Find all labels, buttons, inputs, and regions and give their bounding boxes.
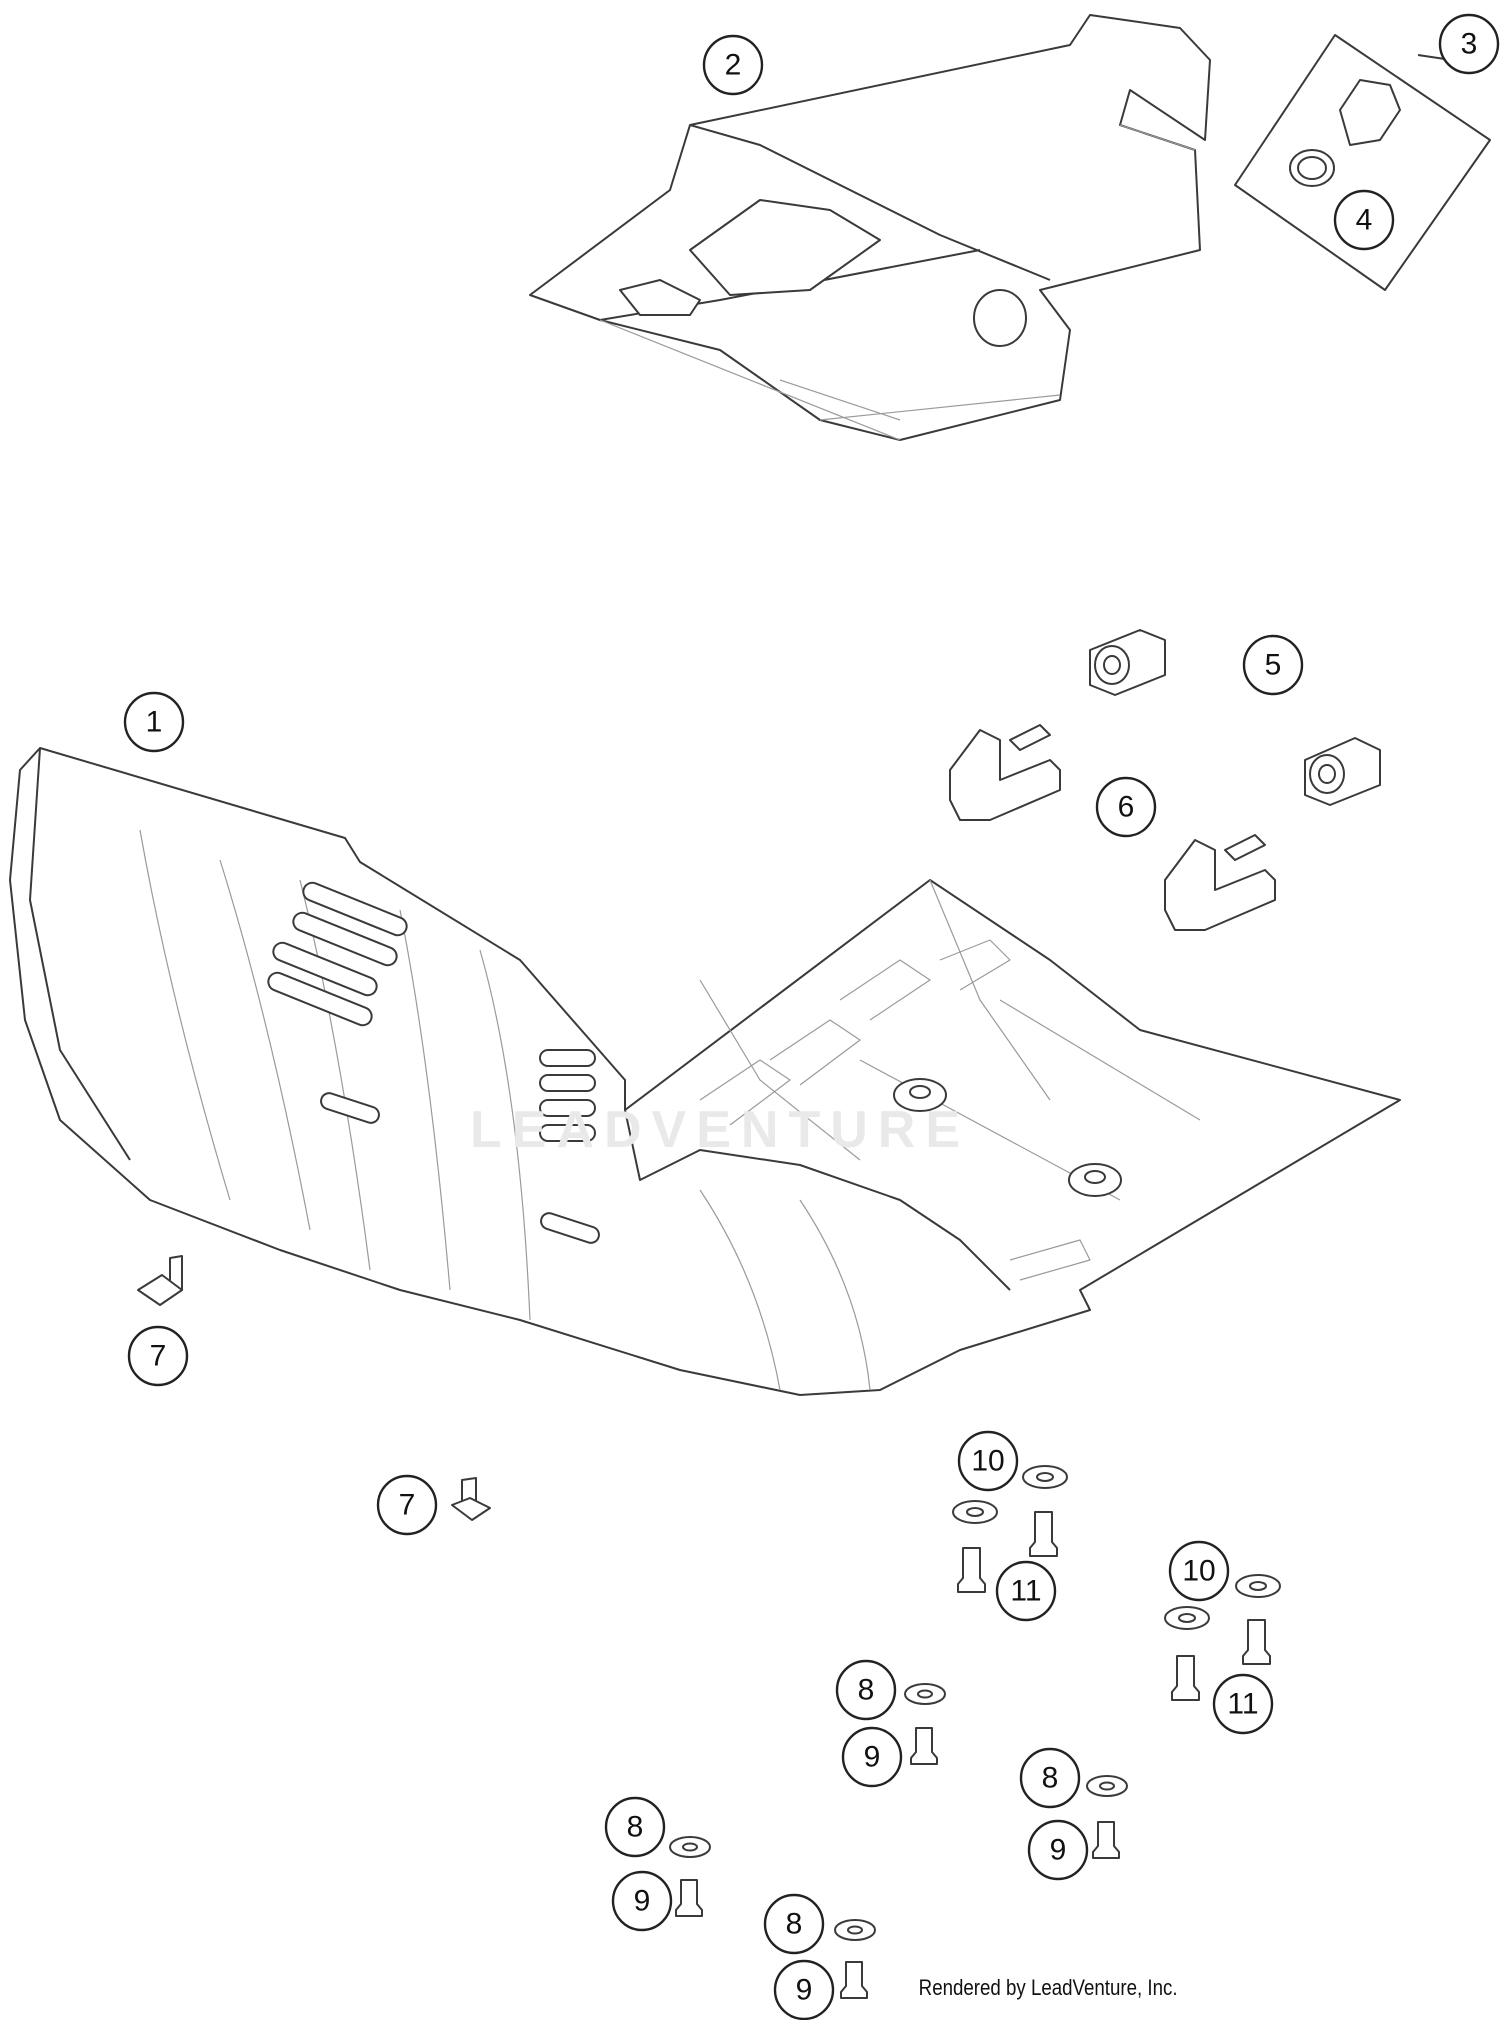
- part-5-spacers: [1089, 629, 1381, 806]
- svg-text:8: 8: [1042, 1762, 1059, 1795]
- svg-text:2: 2: [725, 49, 742, 82]
- part-1-vent-slots: [267, 881, 600, 1244]
- part-7-screws: [137, 1255, 491, 1521]
- callout-8-b: 8: [1019, 1747, 1081, 1809]
- svg-text:11: 11: [1010, 1575, 1041, 1608]
- callout-4: 4: [1333, 189, 1395, 251]
- callout-9-c: 9: [611, 1870, 673, 1932]
- callout-5: 5: [1242, 634, 1304, 696]
- render-credit: Rendered by LeadVenture, Inc.: [919, 1975, 1178, 2000]
- svg-text:9: 9: [796, 1974, 813, 2007]
- svg-text:6: 6: [1118, 791, 1135, 824]
- part-1-skid-plate: [9, 747, 1401, 1396]
- part-2-plate: [529, 14, 1211, 441]
- watermark: LEADVENTURE: [470, 1101, 971, 1159]
- callout-11-a: 11: [995, 1560, 1057, 1622]
- callout-7-left: 7: [127, 1325, 189, 1387]
- callout-8-c: 8: [604, 1796, 666, 1858]
- part-3-drain-plug: [1339, 79, 1401, 146]
- parts-8-9-hardware: [669, 1683, 1128, 1999]
- part-2-detail-lines: [599, 124, 1196, 441]
- callout-7-center: 7: [376, 1474, 438, 1536]
- callout-3: 3: [1438, 13, 1500, 75]
- svg-text:7: 7: [399, 1489, 416, 1522]
- callout-9-a: 9: [841, 1726, 903, 1788]
- svg-text:10: 10: [971, 1445, 1004, 1478]
- callout-9-b: 9: [1027, 1819, 1089, 1881]
- callout-10-b: 10: [1168, 1540, 1230, 1602]
- kit-box-3-4: [1234, 34, 1491, 291]
- callout-10-a: 10: [957, 1430, 1019, 1492]
- svg-text:8: 8: [858, 1674, 875, 1707]
- callout-2: 2: [702, 34, 764, 96]
- svg-text:3: 3: [1461, 28, 1478, 61]
- callout-8-a: 8: [835, 1659, 897, 1721]
- svg-text:11: 11: [1227, 1688, 1258, 1721]
- part-6-brackets: [949, 724, 1276, 931]
- svg-text:1: 1: [146, 706, 163, 739]
- svg-text:4: 4: [1356, 204, 1373, 237]
- callout-9-d: 9: [773, 1959, 835, 2020]
- svg-text:10: 10: [1182, 1555, 1215, 1588]
- callout-1: 1: [123, 691, 185, 753]
- svg-text:9: 9: [634, 1885, 651, 1918]
- callout-6: 6: [1095, 776, 1157, 838]
- callouts: 1 2 3 4 5 6 7 7 8 8 8 8 9 9 9 9: [123, 13, 1500, 2020]
- svg-text:7: 7: [150, 1340, 167, 1373]
- svg-text:9: 9: [864, 1741, 881, 1774]
- svg-text:9: 9: [1050, 1834, 1067, 1867]
- svg-text:8: 8: [627, 1811, 644, 1844]
- callout-11-b: 11: [1212, 1673, 1274, 1735]
- part-1-ribs: [699, 939, 1091, 1281]
- svg-text:8: 8: [786, 1908, 803, 1941]
- svg-text:5: 5: [1265, 649, 1282, 682]
- parts-10-11-hardware: [952, 1465, 1281, 1701]
- part-1-mount-pads: [893, 1078, 1122, 1197]
- callout-8-d: 8: [763, 1893, 825, 1955]
